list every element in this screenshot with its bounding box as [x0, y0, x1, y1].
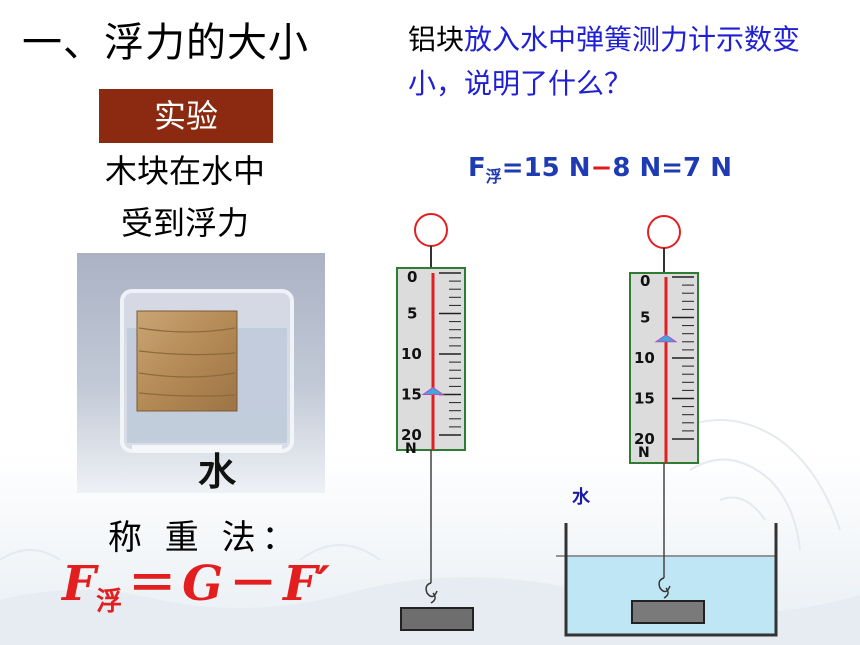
scale-pointer	[421, 386, 445, 395]
scale-hook	[425, 582, 438, 604]
water-label: 水	[572, 487, 590, 508]
scale-unit-label: N	[405, 441, 417, 457]
slide-title: 一、浮力的大小	[22, 20, 309, 66]
result-subscript: 浮	[485, 167, 502, 186]
question-highlight: 放入水中弹簧测力计示数变小，说明了什么？	[408, 23, 801, 100]
scale-tick-label: 20	[401, 426, 422, 444]
result-part2: 8 N=7 N	[612, 153, 732, 183]
spring-scale-water: 0 5 10 15 20N	[629, 215, 699, 599]
result-part1: =15 N	[501, 153, 591, 183]
scale-tick-label: 5	[640, 309, 650, 327]
scale-tick-label: 0	[407, 268, 417, 286]
buoyancy-result: F浮=15 N−8 N=7 N	[468, 153, 732, 187]
spring-scale-air: 0 5 10 15 20N	[396, 213, 466, 604]
method-label: 称 重 法：	[108, 518, 302, 558]
photo-water-label: 水	[198, 449, 237, 493]
experiment-badge: 实验	[99, 89, 273, 143]
result-F: F	[468, 153, 486, 183]
formula-equals: ＝	[128, 556, 177, 612]
result-dash: −	[590, 153, 613, 183]
scale-tick-label: 20	[634, 430, 655, 448]
scale-tick-label: 10	[401, 345, 422, 363]
experiment-line-2: 受到浮力	[120, 204, 249, 242]
question-text: 铝块放入水中弹簧测力计示数变小，说明了什么？	[408, 18, 828, 106]
scale-tick-label: 15	[401, 386, 422, 404]
scale-tick-label: 10	[634, 349, 655, 367]
scale-unit-label: N	[638, 445, 650, 461]
scale-tick-label: 15	[634, 390, 655, 408]
formula-Fprime: F′	[283, 556, 330, 612]
wood-block-photo: 水	[77, 253, 325, 493]
experiment-description: 木块在水中 受到浮力	[80, 145, 290, 249]
scale-ring	[647, 215, 681, 249]
formula-minus: －	[229, 556, 278, 612]
formula-F: F	[62, 556, 97, 612]
scale-ring	[414, 213, 448, 247]
scale-pointer	[654, 334, 678, 343]
scale-hook	[658, 577, 671, 599]
scale-tick-label: 5	[407, 305, 417, 323]
aluminum-block-water	[631, 600, 705, 624]
scale-tick-label: 0	[640, 272, 650, 290]
experiment-line-1: 木块在水中	[104, 152, 265, 190]
aluminum-block-air	[400, 607, 474, 631]
svg-text:水: 水	[198, 449, 237, 493]
formula-G: G	[182, 556, 224, 612]
scale-body	[396, 267, 466, 451]
question-prefix: 铝块	[408, 23, 465, 56]
buoyancy-formula: F浮＝G－F′	[62, 556, 330, 630]
formula-subscript: 浮	[96, 587, 123, 617]
